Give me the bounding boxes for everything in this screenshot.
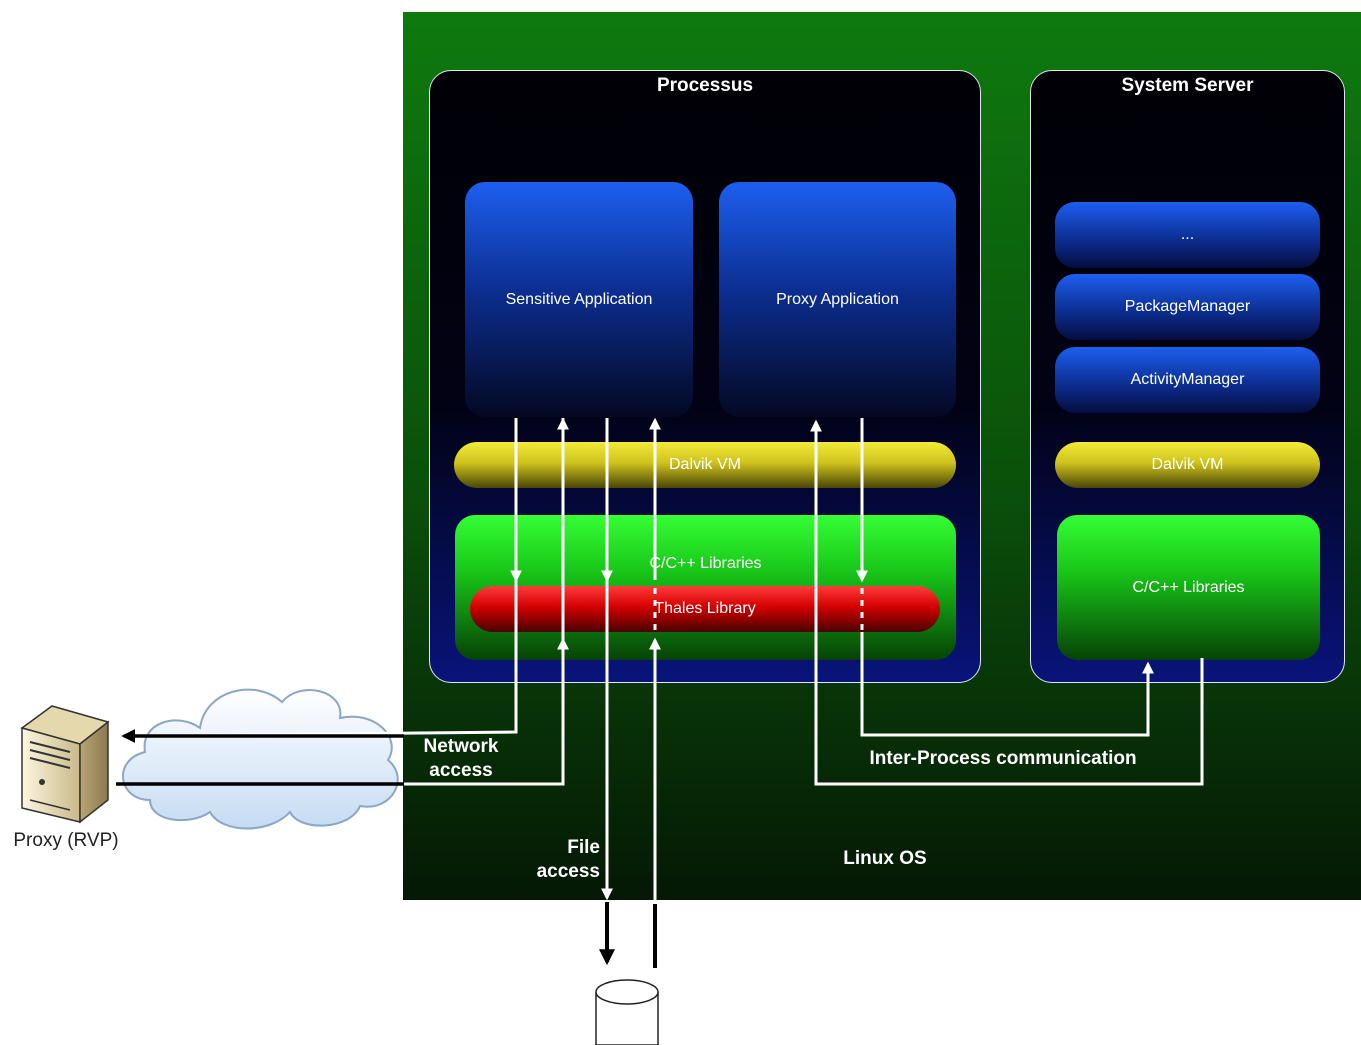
dalvik-vm-system-server: Dalvik VM <box>1055 442 1320 488</box>
package-manager-label: PackageManager <box>1124 298 1251 315</box>
thales-library-label: Thales Library <box>654 600 756 617</box>
thales-crossing-dashes <box>514 588 864 632</box>
cloud-icon <box>121 688 399 830</box>
package-manager-box: PackageManager <box>1055 274 1320 340</box>
libraries-processus-label: C/C++ Libraries <box>649 555 762 572</box>
sensitive-application-label: Sensitive Application <box>505 290 653 308</box>
server-icon <box>20 705 110 824</box>
network-access-label: Network access <box>423 736 499 781</box>
system-server-title: System Server <box>1121 75 1254 96</box>
ipc-label: Inter-Process communication <box>869 748 1137 769</box>
service-ellipsis: ... <box>1055 202 1320 268</box>
dalvik-vm-processus: Dalvik VM <box>454 442 956 488</box>
ipc-out-arrow <box>860 632 1154 737</box>
activity-manager-box: ActivityManager <box>1055 347 1320 413</box>
dalvik-vm-processus-label: Dalvik VM <box>668 456 741 473</box>
linux-os-label: Linux OS <box>843 848 927 869</box>
processus-title: Processus <box>656 75 754 96</box>
libraries-system-server-label: C/C++ Libraries <box>1132 578 1245 596</box>
proxy-application-label: Proxy Application <box>776 290 899 308</box>
service-ellipsis-label: ... <box>1180 226 1195 243</box>
dalvik-vm-system-server-label: Dalvik VM <box>1151 456 1224 473</box>
proxy-application-box: Proxy Application <box>719 182 956 417</box>
file-access-label: File access <box>536 837 600 882</box>
sensitive-application-box: Sensitive Application <box>465 182 693 417</box>
network-out-line-white <box>117 418 518 738</box>
proxy-rvp-label: Proxy (RVP) <box>13 830 119 851</box>
libraries-system-server: C/C++ Libraries <box>1057 515 1320 660</box>
ipc-in-arrow <box>810 419 1204 786</box>
database-icon <box>595 979 659 1045</box>
activity-manager-label: ActivityManager <box>1130 371 1245 388</box>
